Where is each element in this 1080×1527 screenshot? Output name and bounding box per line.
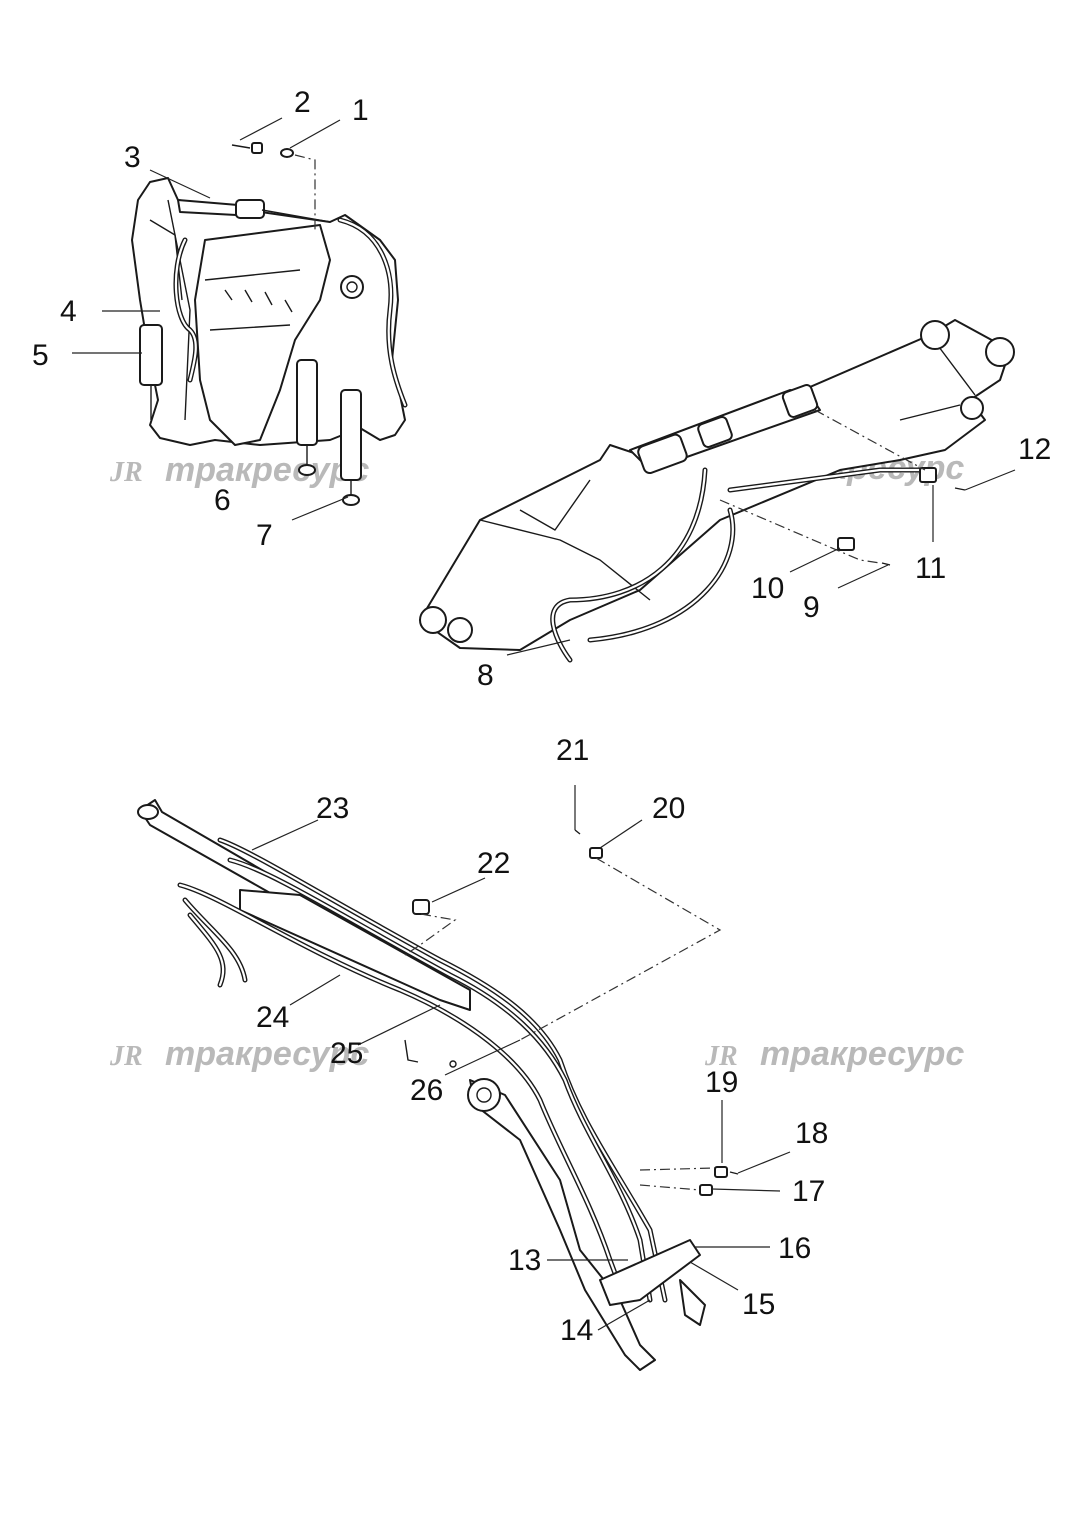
callout-23: 23 bbox=[316, 792, 349, 825]
callout-13: 13 bbox=[508, 1244, 541, 1277]
callout-7: 7 bbox=[256, 519, 273, 552]
callout-11: 11 bbox=[915, 552, 946, 585]
callout-21: 21 bbox=[556, 734, 589, 767]
callout-22: 22 bbox=[477, 847, 510, 880]
callout-4: 4 bbox=[60, 295, 77, 328]
callout-12: 12 bbox=[1018, 433, 1051, 466]
arm-bucket-assembly bbox=[131, 142, 408, 506]
callout-16: 16 bbox=[778, 1232, 811, 1265]
callout-9: 9 bbox=[803, 591, 820, 624]
callout-24: 24 bbox=[256, 1001, 289, 1034]
callout-8: 8 bbox=[477, 659, 494, 692]
leader-lines bbox=[72, 117, 1016, 1331]
callout-10: 10 bbox=[751, 572, 784, 605]
watermark-3: JR тракресурс bbox=[109, 1035, 369, 1073]
callout-15: 15 bbox=[742, 1288, 775, 1321]
callout-26: 26 bbox=[410, 1074, 443, 1107]
callouts: 1 2 3 4 5 6 7 8 9 10 11 12 13 14 15 16 1… bbox=[32, 86, 1051, 1347]
callout-14: 14 bbox=[560, 1314, 593, 1347]
callout-18: 18 bbox=[795, 1117, 828, 1150]
watermark-text: тракресурс bbox=[165, 1035, 369, 1073]
watermark-4: JR тракресурс bbox=[704, 1035, 964, 1073]
callout-25: 25 bbox=[330, 1037, 363, 1070]
watermark-logo: JR bbox=[704, 1041, 738, 1072]
hose-routing-assembly bbox=[137, 799, 739, 1371]
callout-19: 19 bbox=[705, 1066, 738, 1099]
callout-2: 2 bbox=[294, 86, 311, 119]
callout-3: 3 bbox=[124, 141, 141, 174]
watermark-logo: JR bbox=[109, 457, 143, 488]
watermark-logo: JR bbox=[109, 1041, 143, 1072]
watermark-text: тракресурс bbox=[165, 451, 369, 489]
callout-20: 20 bbox=[652, 792, 685, 825]
callout-6: 6 bbox=[214, 484, 231, 517]
watermark-text: тракресурс bbox=[760, 1035, 964, 1073]
callout-17: 17 bbox=[792, 1175, 825, 1208]
callout-5: 5 bbox=[32, 339, 49, 372]
callout-1: 1 bbox=[352, 94, 369, 127]
watermark-1: JR тракресурс bbox=[109, 451, 369, 489]
boom-assembly bbox=[419, 319, 1015, 663]
